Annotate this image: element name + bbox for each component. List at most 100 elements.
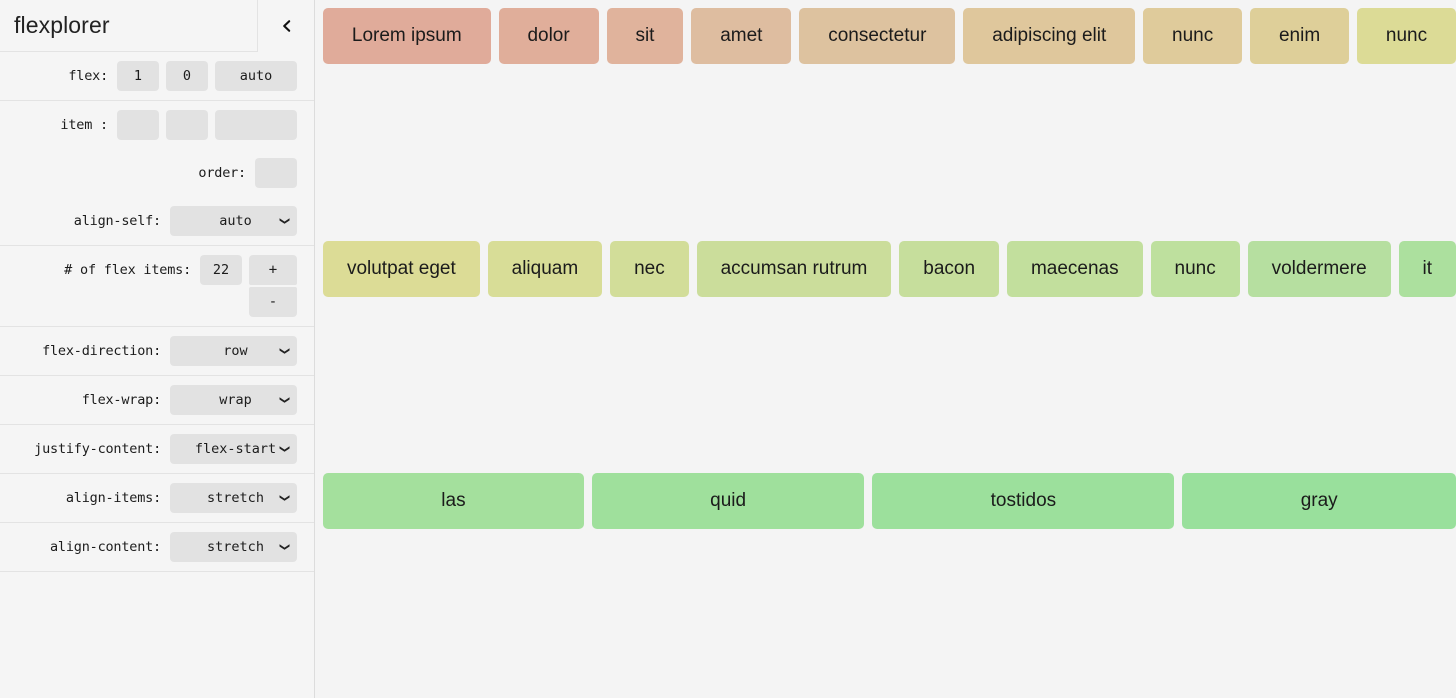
controls-sidebar: flexplorer flex: item : order: align-self: a… [0,0,315,698]
justify-content-select[interactable]: flex-startflex-endcenterspace-betweenspa… [170,434,297,464]
flex-wrap-select-wrapper: nowrapwrapwrap-reverse❯ [170,385,297,415]
chevron-left-icon[interactable] [257,0,314,52]
flex-item-label: nunc [1385,25,1428,46]
flex-item[interactable]: maecenas [1007,240,1143,297]
page-title: flexplorer [14,12,110,38]
item-shrink-input[interactable] [166,110,208,140]
flex-item-label: adipiscing elit [992,25,1107,46]
justify-content-select-wrapper: flex-startflex-endcenterspace-betweenspa… [170,434,297,464]
label-align-items-select: align-items: [65,490,161,506]
control-fields: stretchflex-startflex-endcenterspace-bet… [170,532,297,562]
control-fields: flex-startflex-endcenterspace-betweenspa… [170,434,297,464]
item-grow-input[interactable] [117,110,159,140]
flex-item-label: dolor [527,25,570,46]
align-items-select-wrapper: stretchflex-startflex-endcenterbaseline❯ [170,483,297,513]
flex-item[interactable]: sit [606,8,684,64]
control-fields: nowrapwrapwrap-reverse❯ [170,385,297,415]
align-content-select[interactable]: stretchflex-startflex-endcenterspace-bet… [170,532,297,562]
flex-item-label: volutpat eget [346,257,456,279]
flex-item-count-stepper: +- [249,255,297,317]
flex-item[interactable]: voldermere [1247,240,1391,297]
label-row-0-0: flex: [68,68,108,84]
flex-item[interactable]: accumsan rutrum [696,240,892,297]
flex-item[interactable]: adipiscing elit [963,8,1136,64]
label-flex-item-count-input: # of flex items: [64,262,191,278]
control-group-align-content-group: align-content: stretchflex-startflex-endc… [0,523,314,572]
flex-item[interactable]: enim [1250,8,1350,64]
flex-item-label: it [1422,257,1433,279]
align-items-select[interactable]: stretchflex-startflex-endcenterbaseline [170,483,297,513]
align-self-select-wrapper: autoflex-startflex-endcenterbaselinestre… [170,206,297,236]
flex-shrink-input[interactable] [166,61,208,91]
flex-item[interactable]: bacon [899,240,1000,297]
control-fields: +- [200,255,297,317]
label-align-content-select: align-content: [50,539,161,555]
increment-items-button[interactable]: + [249,255,297,285]
control-row-align-content-select: align-content: stretchflex-startflex-endc… [0,523,314,571]
flex-item-label: las [441,490,466,512]
sidebar-header: flexplorer [0,0,314,52]
control-group-item-properties: item : order: align-self: autoflex-startfle… [0,101,314,246]
flex-item[interactable]: Lorem ipsum [323,8,491,64]
flex-item-label: accumsan rutrum [720,257,868,279]
control-fields: rowrow-reversecolumncolumn-reverse❯ [170,336,297,366]
flex-wrap-select[interactable]: nowrapwrapwrap-reverse [170,385,297,415]
control-row-align-items-select: align-items: stretchflex-startflex-endcen… [0,474,314,522]
order-input[interactable] [255,158,297,188]
flex-item-label: nec [634,257,665,279]
flex-item[interactable]: amet [691,8,792,64]
flex-grow-input[interactable] [117,61,159,91]
control-fields: autoflex-startflex-endcenterbaselinestre… [170,206,297,236]
control-fields [117,61,297,91]
flex-item-label: quid [710,490,747,512]
flex-item-label: amet [720,25,763,46]
label-row-1-1: order: [198,165,246,181]
flex-item-count-input[interactable] [200,255,242,285]
flex-item-label: enim [1278,25,1321,46]
flex-item[interactable]: gray [1182,473,1456,530]
control-row-flex-direction-select: flex-direction: rowrow-reversecolumncolum… [0,327,314,375]
flex-item[interactable]: consectetur [799,8,956,64]
control-row-flex-item-count-input: # of flex items: +- [0,246,314,326]
control-group-flex-wrap-group: flex-wrap: nowrapwrapwrap-reverse❯ [0,376,314,425]
control-row-flex: flex: [0,52,314,100]
label-align-self-select: align-self: [73,213,161,229]
sidebar-controls-list: flex: item : order: align-self: autoflex-sta… [0,52,314,572]
decrement-items-button[interactable]: - [249,287,297,317]
flex-item[interactable]: nunc [1143,8,1243,64]
control-group-item-count: # of flex items: +- [0,246,314,327]
flex-item[interactable]: nunc [1150,240,1240,297]
align-content-select-wrapper: stretchflex-startflex-endcenterspace-bet… [170,532,297,562]
flex-direction-select[interactable]: rowrow-reversecolumncolumn-reverse [170,336,297,366]
flex-item-label: voldermere [1271,257,1367,279]
control-fields [117,110,297,140]
control-group-flex-shorthand: flex: [0,52,314,101]
item-basis-input[interactable] [215,110,297,140]
flex-item[interactable]: nec [610,240,689,297]
flex-item[interactable]: nunc [1357,8,1456,64]
flex-item-label: tostidos [990,490,1057,512]
control-row-order: order: [0,149,314,197]
control-row-flex-wrap-select: flex-wrap: nowrapwrapwrap-reverse❯ [0,376,314,424]
control-row-item: item : [0,101,314,149]
align-self-select[interactable]: autoflex-startflex-endcenterbaselinestre… [170,206,297,236]
label-justify-content-select: justify-content: [34,441,161,457]
label-flex-wrap-select: flex-wrap: [81,392,161,408]
flex-item[interactable]: quid [591,473,865,530]
control-group-flex-direction-group: flex-direction: rowrow-reversecolumncolum… [0,327,314,376]
flex-item[interactable]: las [323,473,584,530]
label-flex-direction-select: flex-direction: [42,343,161,359]
flex-item-label: sit [635,25,655,46]
flex-item[interactable]: it [1398,240,1456,297]
label-row-1-0: item : [60,117,108,133]
flex-item[interactable]: volutpat eget [323,240,480,297]
control-row-justify-content-select: justify-content: flex-startflex-endcenter… [0,425,314,473]
control-fields: stretchflex-startflex-endcenterbaseline❯ [170,483,297,513]
flex-item-label: Lorem ipsum [351,25,462,46]
flex-item[interactable]: dolor [498,8,599,64]
flex-item[interactable]: tostidos [872,473,1175,530]
flex-basis-input[interactable] [215,61,297,91]
control-fields [255,158,297,188]
flex-item[interactable]: aliquam [487,240,603,297]
